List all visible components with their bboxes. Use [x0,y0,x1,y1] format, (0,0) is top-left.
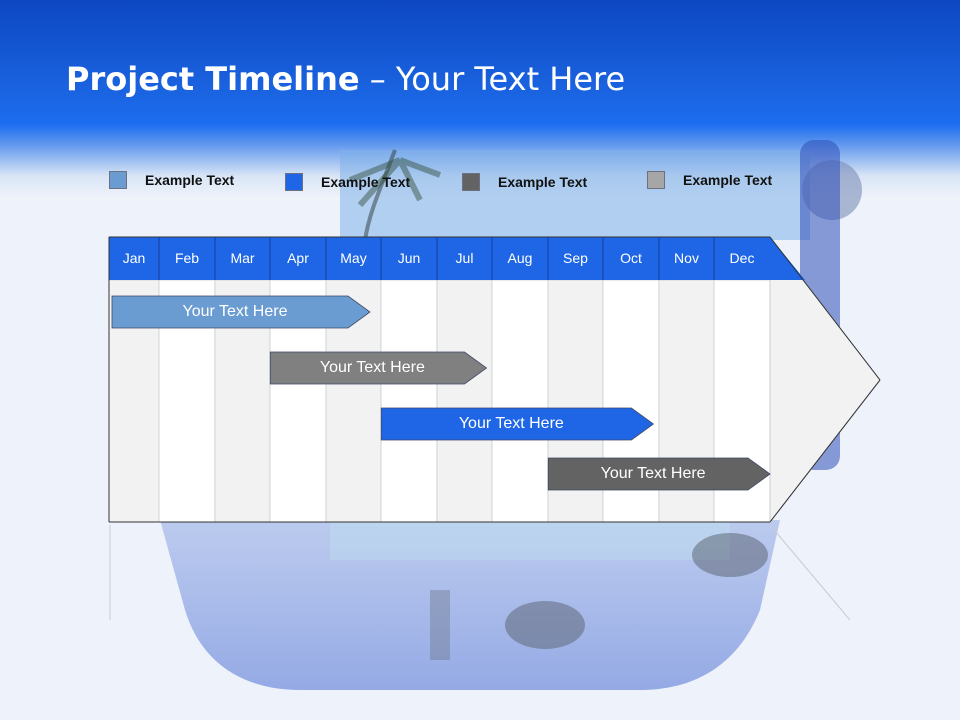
legend-label: Example Text [321,174,411,190]
legend-swatch-blue [285,173,303,191]
month-label-mar: Mar [230,250,255,266]
month-column [380,279,438,523]
month-label-jul: Jul [455,250,474,266]
month-label-may: May [340,250,367,266]
task-bar [380,407,655,441]
month-label-apr: Apr [287,250,309,266]
legend-swatch-light-blue [109,171,127,189]
legend-label: Example Text [145,172,235,188]
month-label-dec: Dec [729,250,755,266]
title-suffix: – Your Text Here [359,60,626,98]
month-label-jun: Jun [397,250,421,266]
legend-item-1: Example Text [109,170,234,190]
task-bar-label: Your Text Here [600,465,706,482]
task-bar-label: Your Text Here [182,303,288,320]
month-label-feb: Feb [174,250,200,266]
task-bar-label: Your Text Here [458,415,564,432]
task-bar [269,351,488,385]
legend-label: Example Text [683,172,773,188]
month-column [436,279,493,523]
legend-swatch-dark-gray [462,173,480,191]
task-bar [547,457,771,491]
legend-item-2: Example Text [285,172,410,192]
timeline-header-band [109,237,805,280]
page-title: Project Timeline – Your Text Here [66,60,625,98]
month-label-nov: Nov [674,250,699,266]
title-main: Project Timeline [66,60,360,98]
task-bar-label: Your Text Here [319,359,425,376]
month-label-aug: Aug [507,250,533,266]
month-label-jan: Jan [122,250,146,266]
month-label-oct: Oct [620,250,642,266]
legend-item-3: Example Text [462,172,587,192]
month-column [491,279,549,523]
month-label-sep: Sep [563,250,588,266]
legend-swatch-gray [647,171,665,189]
legend-item-4: Example Text [647,170,772,190]
legend-label: Example Text [498,174,588,190]
task-bar [111,295,371,329]
